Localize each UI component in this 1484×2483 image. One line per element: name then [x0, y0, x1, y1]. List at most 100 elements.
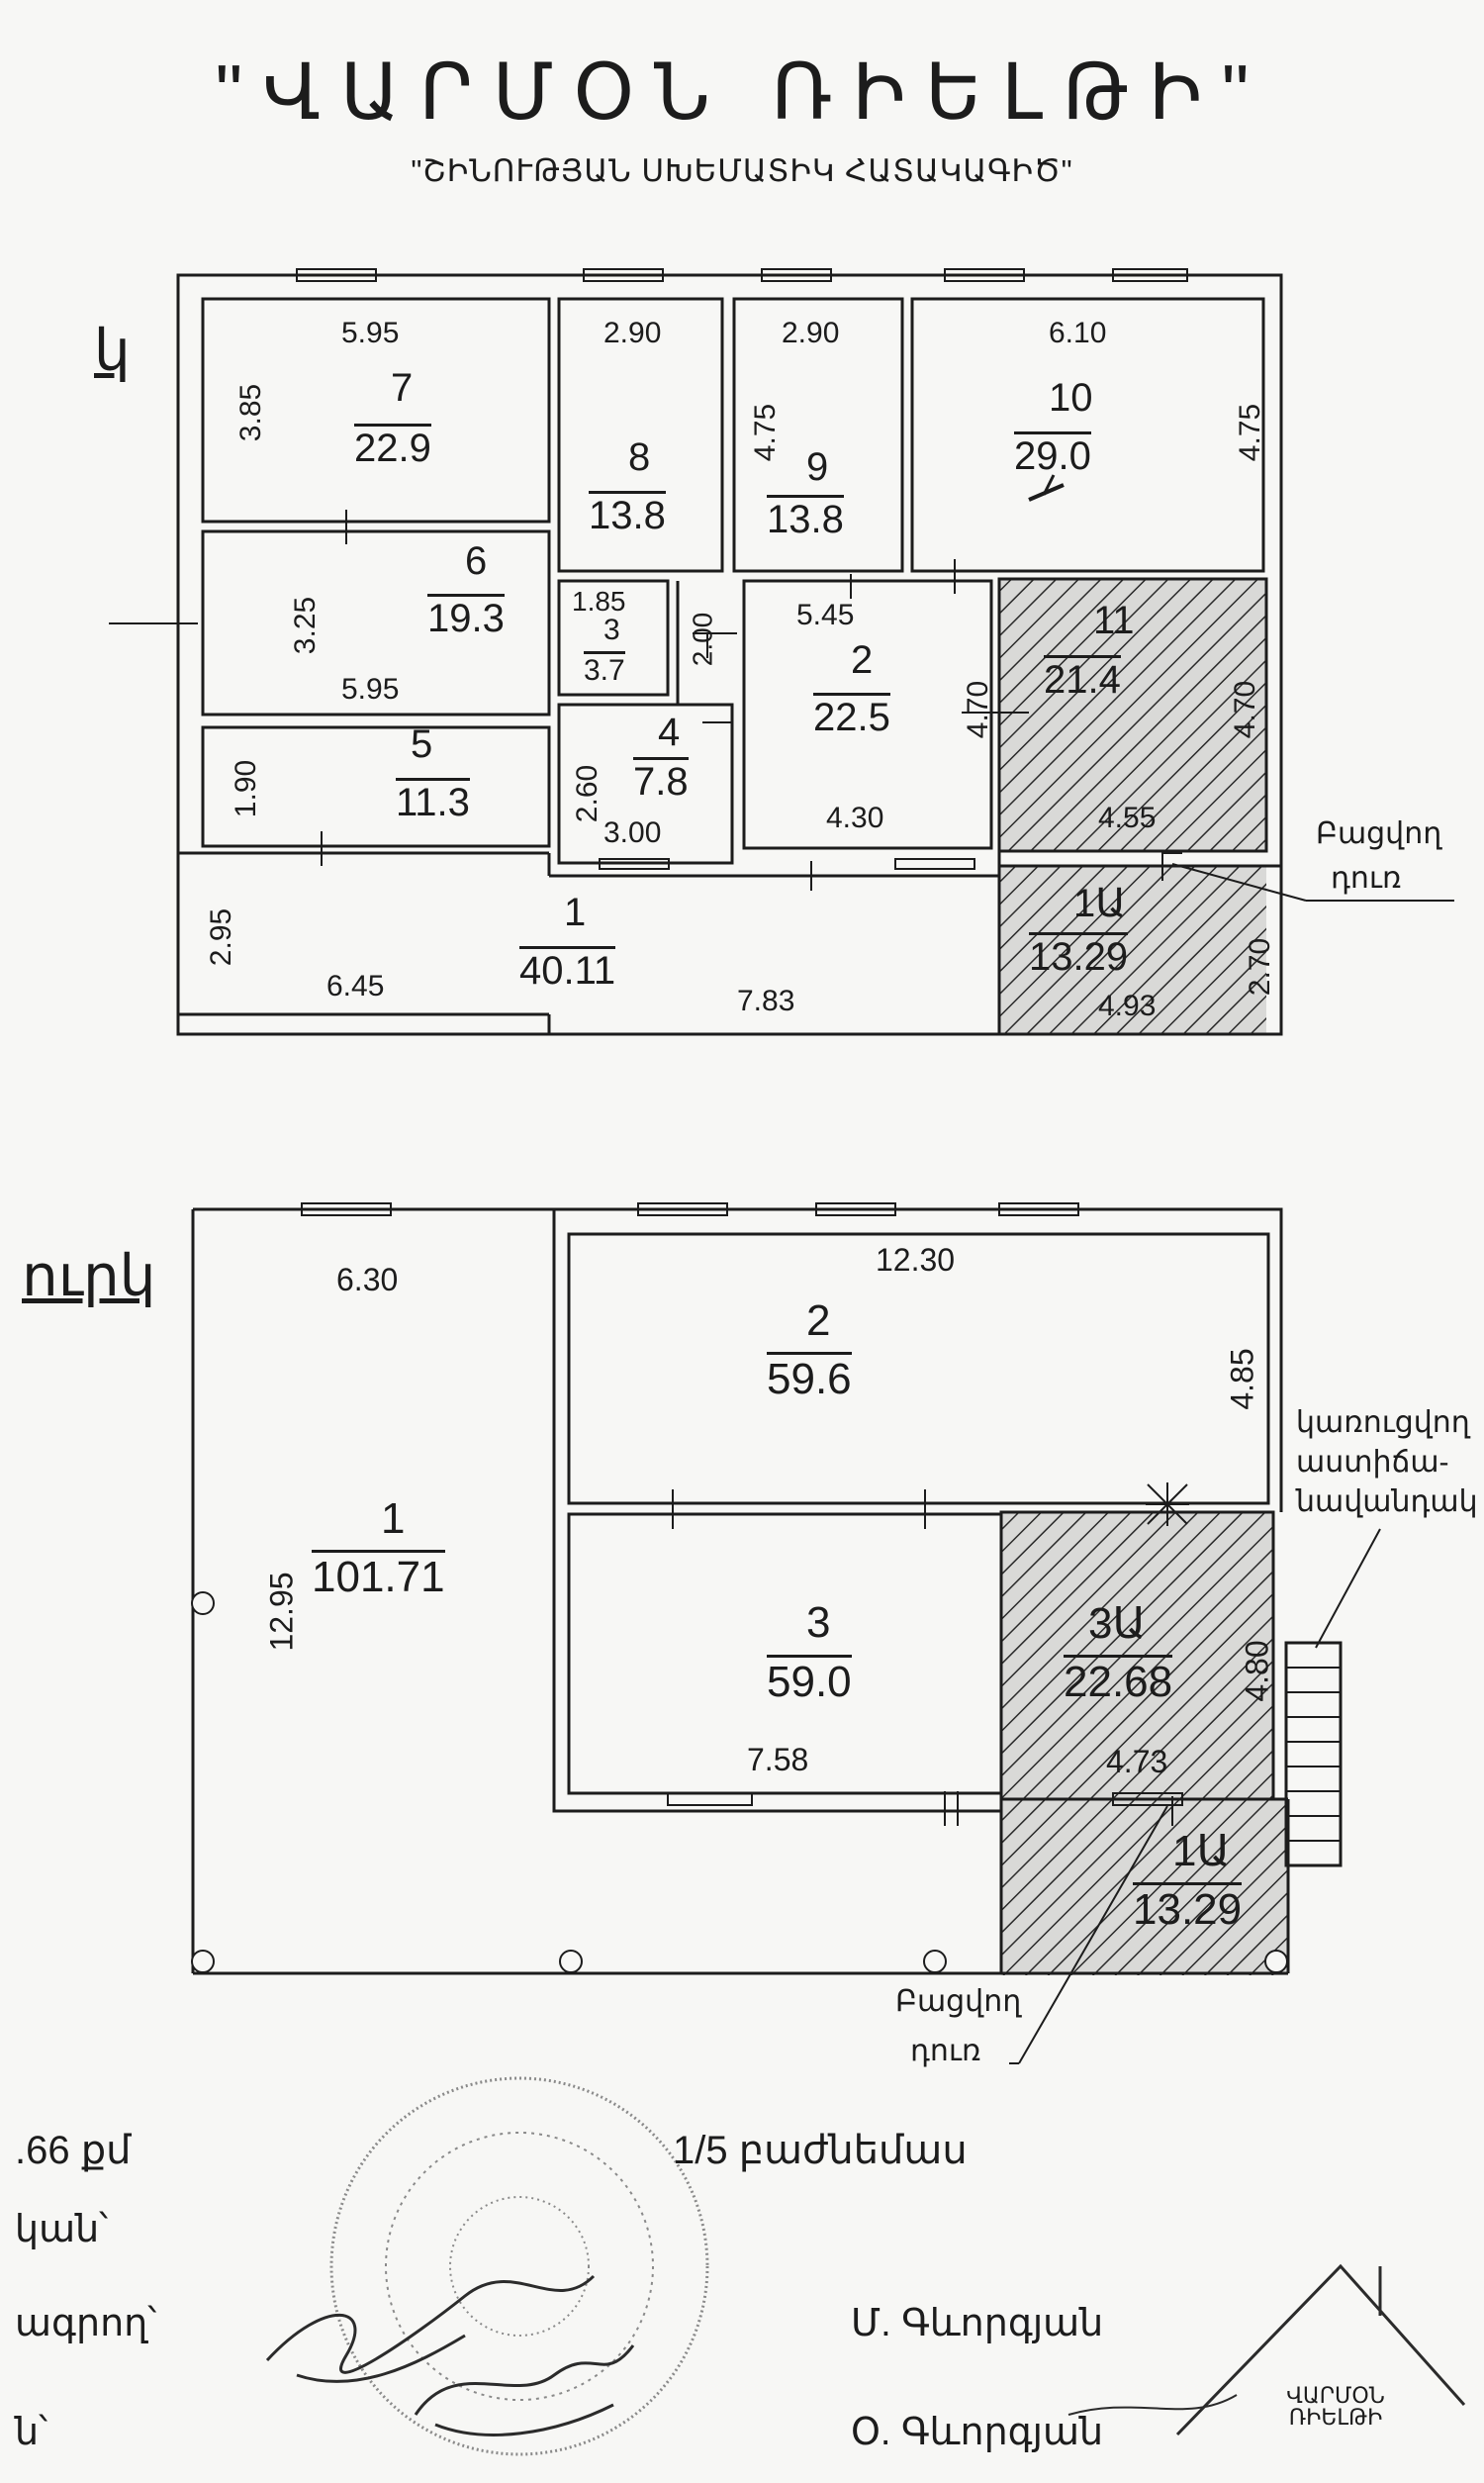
columns [191, 1591, 1288, 1973]
room-10-area: 29.0 [1014, 431, 1091, 479]
stair-outline [1284, 1641, 1343, 1867]
dim-room4-width: 3.00 [603, 816, 662, 849]
room-6-outline [201, 529, 551, 716]
dim-lower-room1-height: 12.95 [263, 1572, 300, 1652]
lower-outer-wall [193, 1207, 1283, 1512]
dim-room5-height: 1.90 [230, 759, 263, 818]
room-5-outline [201, 725, 551, 848]
dim-lower-room2-height: 4.85 [1224, 1348, 1260, 1410]
dim-room1-bottom: 7.83 [737, 985, 795, 1017]
room-8-number: 8 [628, 435, 651, 479]
dim-room11-bottom: 4.55 [1098, 802, 1157, 834]
document-title: "ՎԱՐՄՕՆ ՌԻԵԼԹԻ" [215, 48, 1269, 136]
stamp-seal [329, 2076, 709, 2456]
dim-room1-height: 2.95 [205, 907, 238, 967]
upper-outer-wall [176, 273, 1283, 1036]
room-1-number: 1 [564, 891, 587, 934]
stair-note-line3: նավանդակ [1296, 1485, 1478, 1518]
dim-room6-height: 3.25 [289, 596, 323, 655]
footer-row-3: ն՝ [15, 2412, 48, 2453]
floor-label-lower: ուրկ [22, 1244, 156, 1308]
stair-note-line2: աստիճա- [1296, 1446, 1449, 1479]
room-7-area: 22.9 [354, 424, 431, 471]
room-1a-lower-hatch [1001, 1799, 1288, 1975]
dim-room8-width: 2.90 [603, 317, 662, 349]
room-2-area: 22.5 [813, 693, 890, 740]
footer-signer-2: Օ. Գևորգյան [851, 2412, 1104, 2453]
dim-lower-room3a-height: 4.80 [1239, 1640, 1275, 1702]
lower-room-2-area: 59.6 [767, 1352, 852, 1404]
lower-room-3-number: 3 [806, 1598, 831, 1647]
room-3-area: 3.7 [584, 651, 625, 688]
floor-label-upper: կ [94, 319, 131, 383]
lower-room-2-outline [567, 1232, 1270, 1505]
document-subtitle: "ՇԻՆՈՒԹՅԱՆ ՍԽԵՄԱՏԻԿ ՀԱՏԱԿԱԳԻԾ" [411, 153, 1073, 188]
company-logo [1067, 2263, 1466, 2436]
room-11-outline [997, 577, 1268, 853]
footer-row-1: կան՝ [15, 2209, 109, 2250]
room-11-hatch [999, 579, 1266, 851]
room-9-number: 9 [806, 445, 829, 489]
dim-room1a-height: 2.70 [1244, 937, 1277, 997]
room-11-number: 11 [1093, 599, 1135, 642]
signature-marks [265, 2274, 635, 2436]
room-6-number: 6 [465, 539, 488, 583]
lower-room-1a-area: 13.29 [1133, 1882, 1243, 1935]
dim-room1a-bottom: 4.93 [1098, 990, 1157, 1022]
room-6-area: 19.3 [427, 594, 505, 641]
door-note-lower-line2: դուռ [910, 2035, 981, 2067]
room-5-number: 5 [411, 722, 433, 766]
stair-steps [1286, 1667, 1341, 1842]
door-note-upper-line2: դուռ [1331, 862, 1402, 895]
lower-room-1-number: 1 [381, 1494, 406, 1543]
room-1a-hatch [999, 866, 1266, 1034]
room-2-outline [742, 579, 993, 850]
room-5-area: 11.3 [396, 778, 470, 825]
dim-room4-height: 2.60 [571, 764, 604, 823]
dim-room9-width: 2.90 [782, 317, 840, 349]
stair-note-line1: կառուցվող [1296, 1406, 1470, 1439]
dim-room3-height: 2.00 [687, 612, 718, 667]
dim-room3-width: 1.85 [572, 586, 626, 617]
lower-room-1-area: 101.71 [312, 1550, 445, 1602]
room-1a-number: 1Ա [1073, 882, 1126, 925]
room-4-outline [557, 703, 734, 865]
dim-room6-width: 5.95 [341, 673, 400, 706]
room-10-number: 10 [1049, 376, 1093, 420]
room-1a-area: 13.29 [1029, 932, 1129, 980]
dim-room2-height: 4.70 [962, 680, 995, 739]
dim-lower-room1-width: 6.30 [336, 1262, 399, 1297]
door-ticks-upper [321, 510, 1182, 891]
room-9-outline [732, 297, 904, 573]
room-4-number: 4 [658, 711, 681, 754]
room-2-number: 2 [851, 638, 874, 682]
dim-room1-width: 6.45 [326, 970, 385, 1003]
room-7-number: 7 [391, 366, 414, 410]
dim-room9-height: 4.75 [749, 403, 783, 462]
dim-room11-height: 4.70 [1229, 680, 1262, 739]
footer-total-area: .66 քմ [15, 2129, 132, 2172]
lower-room-3a-number: 3Ա [1088, 1599, 1147, 1648]
room-3-outline [557, 579, 670, 697]
lower-room-3-area: 59.0 [767, 1655, 852, 1707]
lower-floor-plan [191, 1202, 1381, 2064]
room-9-area: 13.8 [767, 495, 844, 542]
door-note-upper-line1: Բացվող [1316, 817, 1442, 850]
dim-lower-room3-width: 7.58 [747, 1742, 809, 1777]
room-8-outline [557, 297, 724, 573]
room-11-area: 21.4 [1044, 655, 1121, 703]
dim-lower-room3a-bottom: 4.73 [1106, 1744, 1168, 1779]
logo-text: ՎԱՐՄՕՆ ՌԻԵԼԹԻ [1286, 2383, 1385, 2430]
dim-room7-width: 5.95 [341, 317, 400, 349]
room-8-area: 13.8 [589, 491, 666, 538]
lower-room-1a-number: 1Ա [1172, 1827, 1231, 1875]
footer-row-2: ագրող՝ [15, 2303, 157, 2344]
footer-signer-1: Մ. Գևորգյան [851, 2303, 1104, 2344]
dim-lower-room2-width: 12.30 [876, 1242, 956, 1278]
footer-share: 1/5 բաժնեմաս [673, 2129, 968, 2172]
lower-room-2-number: 2 [806, 1296, 831, 1345]
dim-room10-width: 6.10 [1049, 317, 1107, 349]
room-1-area: 40.11 [519, 946, 616, 994]
door-ticks-lower [672, 1482, 1189, 1826]
